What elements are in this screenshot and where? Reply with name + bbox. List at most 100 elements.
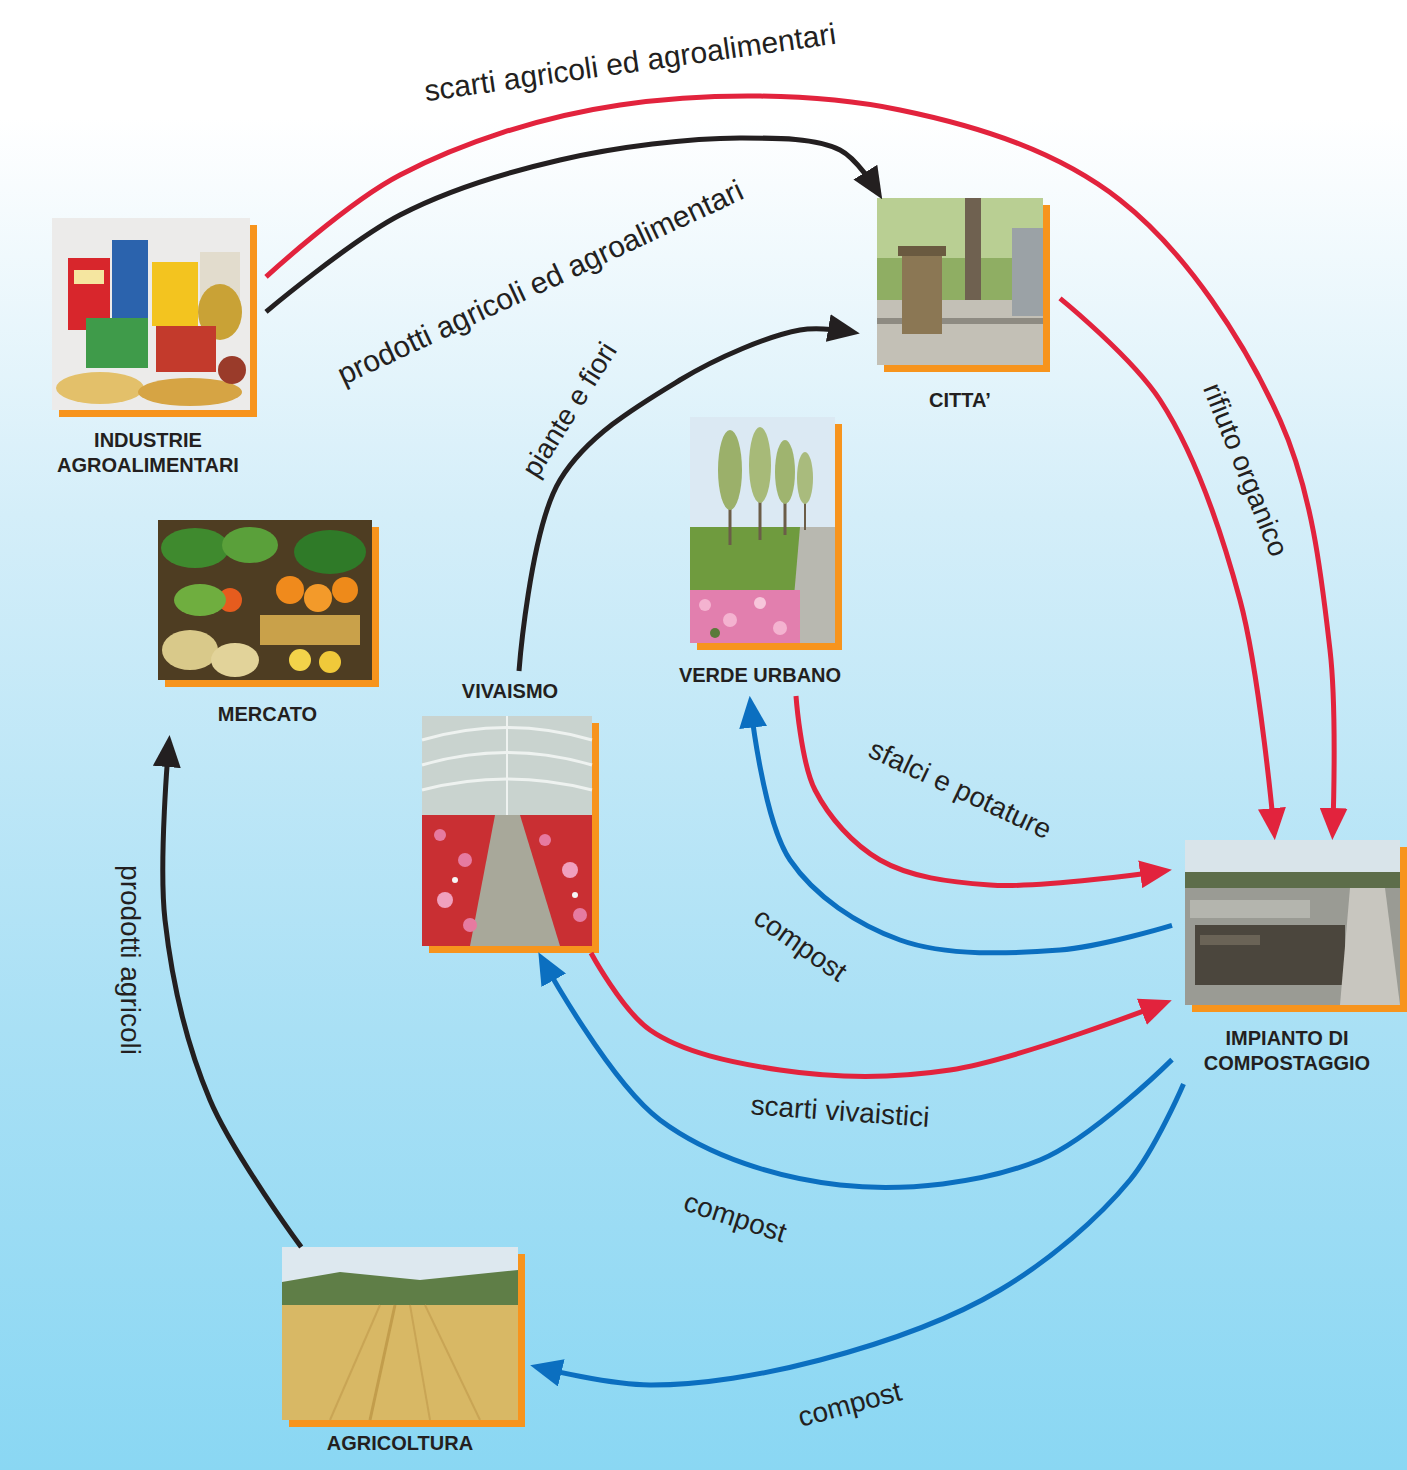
- flow-label: scarti agricoli ed agroalimentari: [422, 17, 838, 107]
- place-name: CITTA’: [860, 388, 1060, 413]
- market-photo-detail: [158, 520, 372, 680]
- photo-frame: [270, 1247, 530, 1431]
- nursery-greenhouse-photo-detail: [463, 918, 477, 932]
- urban-green-photo-detail: [690, 417, 835, 643]
- wheat-field-photo-detail: [425, 1305, 480, 1420]
- urban-green-photo-detail: [710, 628, 720, 638]
- urban-green-photo-detail: [690, 590, 800, 643]
- nursery-greenhouse-photo-detail: [452, 877, 458, 883]
- photo-frame: [150, 520, 385, 702]
- urban-green-photo-detail: [797, 452, 813, 504]
- flow-label: piante e fiori: [517, 337, 624, 483]
- place-name: VERDE URBANO: [640, 663, 880, 688]
- wheat-field-photo-detail: [330, 1305, 380, 1420]
- city-bin-photo-detail: [898, 246, 946, 256]
- market-photo-detail: [222, 527, 278, 563]
- city-bin-photo-detail: [965, 198, 981, 308]
- place-node: AGRICOLTURA: [270, 1247, 530, 1464]
- composting-plant-photo-detail: [1185, 872, 1400, 888]
- market-photo-detail: [294, 530, 366, 574]
- city-bin-photo: [877, 198, 1050, 372]
- flow-label: compost: [795, 1376, 905, 1433]
- market-photo-detail: [211, 643, 259, 677]
- composting-plant-photo: [1185, 840, 1407, 1012]
- nursery-greenhouse-photo-detail: [573, 908, 587, 922]
- food-products-photo-detail: [112, 240, 148, 324]
- place-name: MERCATO: [150, 702, 385, 727]
- composting-plant-photo-detail: [1340, 888, 1400, 1005]
- nursery-greenhouse-photo-detail: [458, 853, 472, 867]
- nursery-greenhouse-photo-detail: [539, 834, 551, 846]
- flow-arrow: [1060, 298, 1274, 828]
- flow-arrow: [751, 708, 1172, 953]
- place-node: INDUSTRIE AGROALIMENTARI: [30, 218, 266, 486]
- market-photo-detail: [260, 615, 360, 645]
- food-products-photo-detail: [152, 262, 198, 326]
- wheat-field-photo-detail: [282, 1247, 518, 1420]
- urban-green-photo: [690, 417, 842, 650]
- place-name: INDUSTRIE AGROALIMENTARI: [30, 428, 266, 478]
- photo-frame: [420, 716, 600, 953]
- market-photo-detail: [174, 584, 226, 616]
- composting-plant-photo-detail: [1195, 925, 1345, 985]
- place-node: CITTA’: [860, 198, 1060, 421]
- urban-green-photo-detail: [749, 427, 771, 503]
- urban-green-photo-detail: [773, 621, 787, 635]
- market-photo-detail: [304, 584, 332, 612]
- wheat-field-photo: [282, 1247, 525, 1427]
- place-name: IMPIANTO DI COMPOSTAGGIO: [1172, 1026, 1402, 1076]
- food-products-photo-detail: [156, 326, 216, 372]
- flow-arrow: [796, 696, 1160, 886]
- place-node: IMPIANTO DI COMPOSTAGGIO: [1172, 840, 1402, 1084]
- flow-arrow: [591, 953, 1161, 1076]
- food-products-photo-detail: [74, 270, 104, 284]
- place-node: VIVAISMO: [420, 671, 600, 953]
- food-products-photo: [52, 218, 257, 417]
- urban-green-photo-detail: [775, 440, 795, 504]
- nursery-greenhouse-photo-detail: [470, 815, 560, 946]
- flow-label: compost: [680, 1187, 790, 1249]
- market-photo-detail: [161, 528, 229, 568]
- flow-arrow: [544, 963, 1172, 1188]
- wheat-field-photo-detail: [370, 1305, 395, 1420]
- nursery-greenhouse-photo-detail: [506, 716, 508, 820]
- nursery-greenhouse-photo-detail: [422, 815, 592, 946]
- place-node: VERDE URBANO: [640, 417, 880, 696]
- nursery-greenhouse-photo-detail: [434, 829, 446, 841]
- urban-green-photo-detail: [723, 613, 737, 627]
- flow-arrow: [542, 1084, 1184, 1385]
- market-photo: [158, 520, 379, 687]
- city-bin-photo-detail: [902, 252, 942, 334]
- nursery-greenhouse-photo: [422, 716, 599, 953]
- wheat-field-photo-detail: [282, 1270, 518, 1305]
- nursery-greenhouse-photo-detail: [562, 862, 578, 878]
- flow-label: prodotti agricoli: [115, 865, 146, 1055]
- urban-green-photo-detail: [718, 430, 742, 510]
- urban-green-photo-detail: [699, 599, 711, 611]
- photo-frame: [640, 417, 880, 663]
- market-photo-detail: [319, 651, 341, 673]
- city-bin-photo-detail: [877, 318, 1043, 324]
- flow-label: compost: [748, 902, 852, 988]
- nursery-greenhouse-photo-detail: [572, 892, 578, 898]
- city-bin-photo-detail: [877, 198, 1043, 365]
- wheat-field-photo-detail: [410, 1305, 430, 1420]
- photo-frame: [860, 198, 1060, 388]
- place-name: AGRICOLTURA: [270, 1431, 530, 1456]
- flow-arrow: [519, 329, 848, 671]
- nursery-greenhouse-photo-detail: [422, 716, 592, 946]
- photo-frame: [1172, 840, 1402, 1026]
- flow-label: sfalci e potature: [864, 734, 1056, 845]
- flow-label: prodotti agricoli ed agroalimentari: [332, 173, 748, 390]
- flow-arrow: [163, 747, 301, 1247]
- place-node: MERCATO: [150, 520, 385, 735]
- market-photo-detail: [332, 577, 358, 603]
- composting-plant-photo-detail: [1190, 900, 1310, 918]
- market-photo-detail: [162, 630, 218, 670]
- food-products-photo-detail: [52, 218, 250, 410]
- flow-label: scarti vivaistici: [750, 1090, 931, 1133]
- city-bin-photo-detail: [1012, 228, 1043, 316]
- food-products-photo-detail: [218, 356, 246, 384]
